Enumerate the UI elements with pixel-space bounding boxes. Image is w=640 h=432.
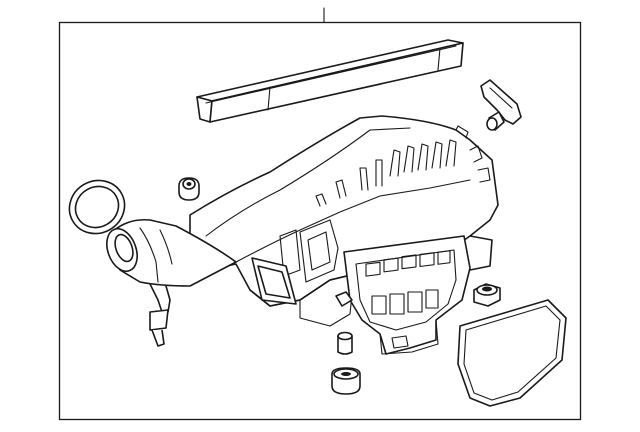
insulator-lower[interactable] bbox=[331, 367, 361, 395]
cover-gasket[interactable] bbox=[457, 299, 567, 407]
grommet-upper[interactable] bbox=[178, 177, 200, 201]
duct-seal-ring[interactable] bbox=[60, 170, 134, 243]
air-cleaner-assembly[interactable] bbox=[189, 115, 499, 355]
air-filter-element[interactable] bbox=[196, 39, 464, 123]
intake-duct[interactable] bbox=[101, 218, 237, 347]
bushing-small[interactable] bbox=[337, 331, 353, 355]
diagram-frame bbox=[58, 21, 582, 421]
mass-airflow-sensor[interactable] bbox=[480, 79, 522, 131]
mount-nut[interactable] bbox=[473, 283, 501, 307]
